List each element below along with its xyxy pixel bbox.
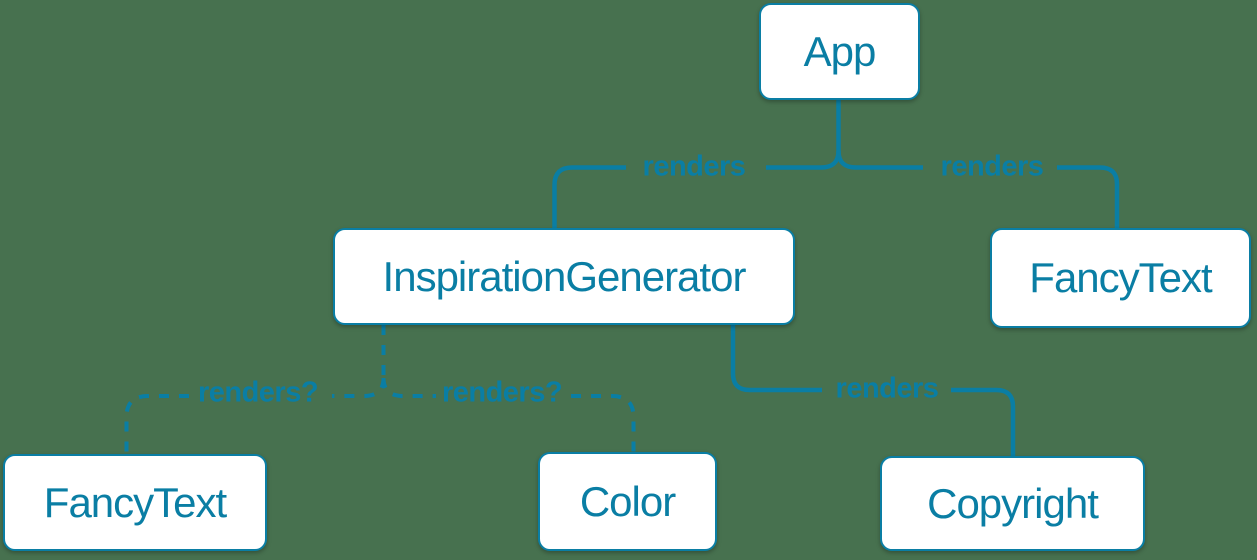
edge-label-inspiration-generator-to-color: renders? <box>441 376 563 409</box>
edge-app-to-fancy-text-segment-start <box>836 150 923 170</box>
node-copyright: Copyright <box>880 456 1145 551</box>
edge-app-to-inspiration-generator-segment-end <box>552 165 626 228</box>
node-inspiration-generator: InspirationGenerator <box>333 228 795 325</box>
edge-label-inspiration-generator-to-fancy-text: renders? <box>197 376 319 409</box>
node-inspiration-generator-label: InspirationGenerator <box>382 252 747 300</box>
edge-inspiration-generator-to-fancy-text-segment-end <box>124 394 189 454</box>
edge-label-inspiration-generator-to-copyright: renders <box>835 372 939 405</box>
node-copyright-label: Copyright <box>927 479 1099 527</box>
node-app: App <box>759 3 920 100</box>
edge-inspiration-generator-to-copyright-segment-end <box>951 387 1016 456</box>
node-fancy-text-top: FancyText <box>990 228 1251 328</box>
edge-inspiration-generator-to-copyright-segment-start <box>730 325 822 393</box>
edge-app-to-fancy-text-segment-end <box>1057 165 1120 228</box>
edge-label-app-to-fancy-text: renders <box>940 150 1044 183</box>
node-color-label: Color <box>579 477 676 525</box>
node-fancy-text-bottom: FancyText <box>3 454 267 551</box>
edge-app-to-inspiration-generator-segment-start <box>766 100 841 170</box>
edge-inspiration-generator-to-color-segment-end <box>571 394 636 452</box>
node-fancy-text-top-label: FancyText <box>1029 254 1212 301</box>
node-color: Color <box>538 452 717 551</box>
edge-inspiration-generator-to-color-segment-start <box>381 377 436 398</box>
node-fancy-text-bottom-label: FancyText <box>43 478 227 526</box>
edge-label-app-to-inspiration-generator: renders <box>642 150 746 183</box>
edge-inspiration-generator-to-fancy-text-segment-start <box>332 377 386 398</box>
node-app-label: App <box>803 27 877 75</box>
